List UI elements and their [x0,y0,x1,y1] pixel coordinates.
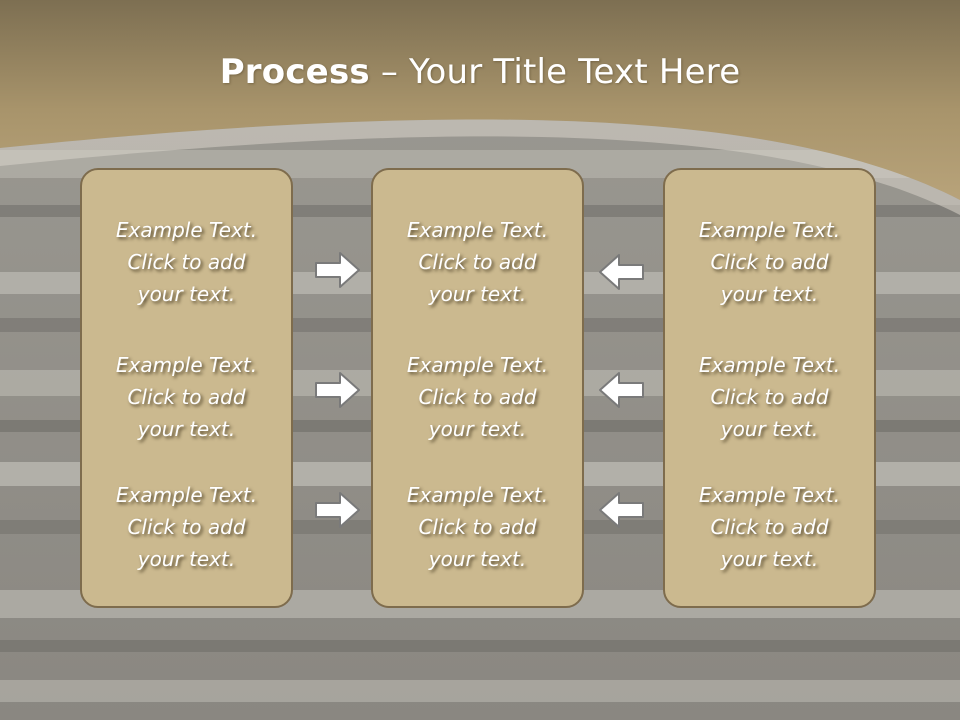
panel-text-block[interactable]: Example Text. Click to add your text. [665,349,874,445]
title-rest: – Your Title Text Here [369,52,741,92]
header-swoosh [0,119,960,215]
arrow-right-icon[interactable] [314,370,362,410]
title-bold: Process [219,52,370,92]
text-line: your text. [428,547,527,571]
slide-title: Process – Your Title Text Here [0,52,960,92]
panel-text-block[interactable]: Example Text. Click to add your text. [82,479,291,575]
text-line: Example Text. [698,483,841,507]
text-line: your text. [720,282,819,306]
text-line: Example Text. [406,218,549,242]
process-panel-center[interactable]: Example Text. Click to add your text. Ex… [371,168,584,608]
text-line: Click to add [127,515,246,539]
text-line: Click to add [710,385,829,409]
text-line: your text. [137,417,236,441]
text-line: your text. [720,417,819,441]
text-line: Example Text. [698,353,841,377]
arrow-left-icon[interactable] [597,490,645,530]
arrow-left-icon[interactable] [597,370,645,410]
text-line: Click to add [127,385,246,409]
text-line: Click to add [710,515,829,539]
text-line: Example Text. [115,483,258,507]
text-line: Example Text. [406,483,549,507]
text-line: Click to add [418,385,537,409]
process-panel-right[interactable]: Example Text. Click to add your text. Ex… [663,168,876,608]
panel-text-block[interactable]: Example Text. Click to add your text. [82,349,291,445]
header-banner [0,0,960,200]
text-line: your text. [428,282,527,306]
text-line: Example Text. [698,218,841,242]
text-line: Example Text. [115,218,258,242]
panel-text-block[interactable]: Example Text. Click to add your text. [665,214,874,310]
panel-text-block[interactable]: Example Text. Click to add your text. [665,479,874,575]
text-line: your text. [428,417,527,441]
text-line: Example Text. [406,353,549,377]
text-line: Example Text. [115,353,258,377]
panel-text-block[interactable]: Example Text. Click to add your text. [373,214,582,310]
text-line: your text. [137,547,236,571]
panel-text-block[interactable]: Example Text. Click to add your text. [373,349,582,445]
text-line: Click to add [127,250,246,274]
text-line: your text. [137,282,236,306]
panel-text-block[interactable]: Example Text. Click to add your text. [82,214,291,310]
process-panel-left[interactable]: Example Text. Click to add your text. Ex… [80,168,293,608]
text-line: Click to add [710,250,829,274]
text-line: Click to add [418,515,537,539]
panel-text-block[interactable]: Example Text. Click to add your text. [373,479,582,575]
arrow-right-icon[interactable] [314,490,362,530]
text-line: Click to add [418,250,537,274]
arrow-left-icon[interactable] [597,252,645,292]
text-line: your text. [720,547,819,571]
arrow-right-icon[interactable] [314,250,362,290]
